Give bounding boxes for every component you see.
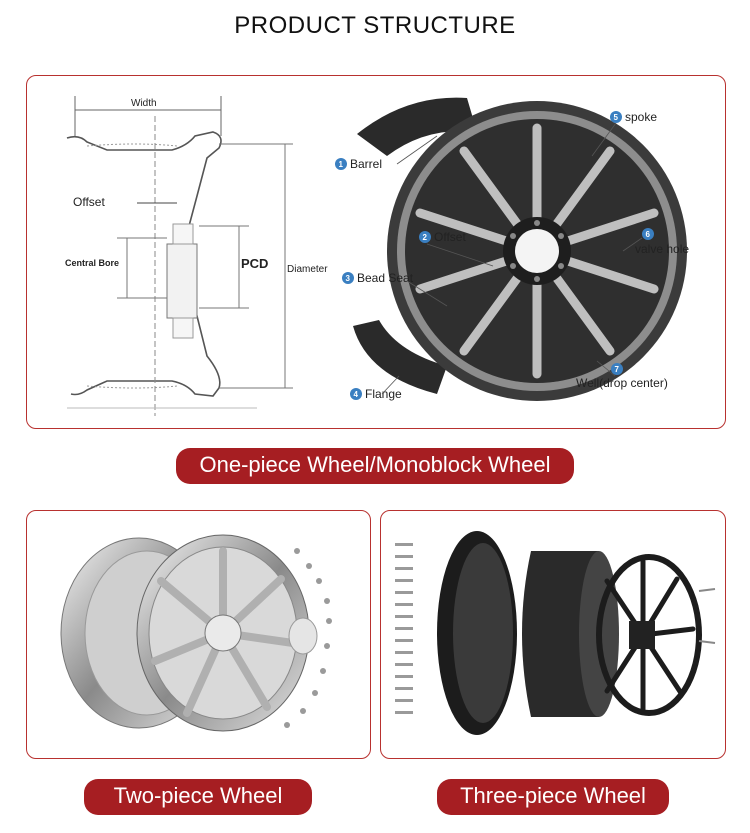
bead-seat-label: Bead Seat [357, 271, 414, 285]
svg-text:5: 5 [614, 113, 619, 122]
part-label-bead-seat: 3 Bead Seat [342, 271, 414, 285]
offset-label: Offset [73, 195, 105, 209]
leader-lines [381, 122, 643, 395]
three-piece-wheel-caption: Three-piece Wheel [437, 779, 669, 815]
page-title: PRODUCT STRUCTURE [234, 12, 516, 39]
structure-diagram-panel: Width Offset Central Bore PCD Diameter [26, 75, 726, 429]
part-label-well: 7 Well(drop center) [576, 363, 668, 390]
part-label-spoke: 5 spoke [610, 110, 657, 124]
svg-text:6: 6 [646, 230, 651, 239]
svg-text:3: 3 [346, 274, 351, 283]
two-piece-wheel-illustration [60, 534, 332, 732]
valve-hole-label: valve hole [635, 242, 689, 256]
svg-text:4: 4 [354, 390, 359, 399]
well-drop-center-label: Well(drop center) [576, 376, 668, 390]
diameter-label: Diameter [287, 264, 328, 275]
svg-text:2: 2 [423, 233, 428, 242]
central-bore-label: Central Bore [65, 258, 119, 268]
one-piece-wheel-caption: One-piece Wheel/Monoblock Wheel [176, 448, 574, 484]
flange-label: Flange [365, 387, 402, 401]
part-label-flange: 4 Flange [350, 387, 402, 401]
two-piece-wheel-panel [26, 510, 371, 759]
wheel-structure-diagram: Width Offset Central Bore PCD Diameter [65, 96, 689, 416]
cross-section-drawing [66, 96, 293, 416]
barrel-label: Barrel [350, 157, 382, 171]
spoke-label: spoke [625, 110, 657, 124]
width-label: Width [131, 98, 157, 109]
svg-text:7: 7 [615, 365, 620, 374]
wheel-illustration [353, 97, 687, 401]
part-label-offset: 2 Offset [419, 230, 466, 244]
two-piece-wheel-caption: Two-piece Wheel [84, 779, 312, 815]
part-label-valve-hole: 6 valve hole [635, 228, 689, 256]
three-piece-wheel-illustration [395, 531, 716, 735]
three-piece-wheel-panel [380, 510, 726, 759]
offset-part-label: Offset [434, 230, 466, 244]
pcd-label: PCD [241, 256, 268, 271]
svg-text:1: 1 [339, 160, 344, 169]
part-label-barrel: 1 Barrel [335, 157, 382, 171]
